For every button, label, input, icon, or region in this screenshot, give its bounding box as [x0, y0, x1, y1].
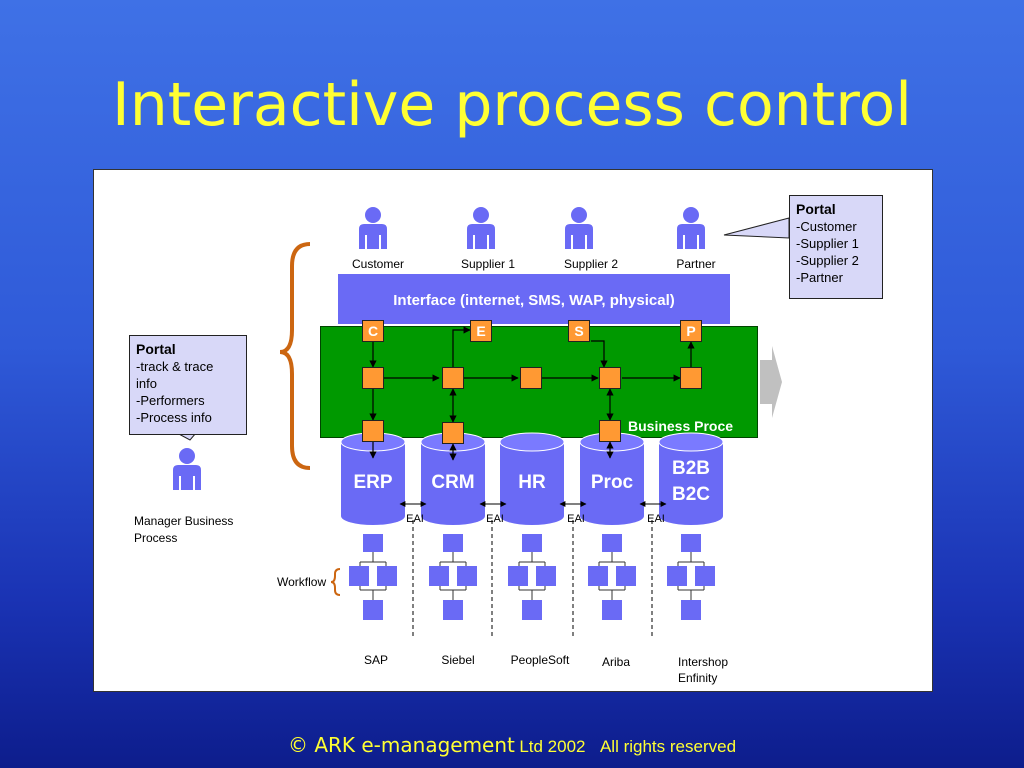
- supplier1-portal-node: E: [470, 320, 492, 342]
- partner-icon: [677, 207, 705, 249]
- crm-label: CRM: [431, 472, 475, 493]
- customer-label: Customer: [351, 257, 405, 271]
- portal-item: -Supplier 1: [796, 236, 859, 251]
- interface-label: Interface (internet, SMS, WAP, physical): [393, 292, 675, 309]
- portal-item: -Process info: [136, 410, 212, 425]
- peoplesoft-workflow-icon: [507, 533, 557, 621]
- erp-label: ERP: [353, 472, 393, 493]
- customer-portal-node: C: [362, 320, 384, 342]
- portal-item: -Performers: [136, 393, 205, 408]
- supplier1-label: Supplier 1: [460, 257, 516, 271]
- manager-icon: [173, 448, 201, 490]
- eai-label: EAI: [486, 513, 504, 525]
- diagram-panel: Interface (internet, SMS, WAP, physical)…: [93, 169, 933, 692]
- sap-label: SAP: [363, 653, 389, 667]
- ariba-workflow-icon: [587, 533, 637, 621]
- interface-band: [338, 274, 730, 324]
- workflow-label: Workflow: [277, 575, 327, 589]
- process-node: [680, 367, 702, 389]
- partner-portal-node: P: [680, 320, 702, 342]
- portal-item: -Supplier 2: [796, 253, 859, 268]
- process-node: [442, 367, 464, 389]
- peoplesoft-label: PeopleSoft: [510, 653, 570, 667]
- customer-icon: [359, 207, 387, 249]
- manager-label-line2: Process: [134, 531, 178, 545]
- footer-year: Ltd 2002: [519, 737, 586, 756]
- portal-item: -track & trace: [136, 359, 214, 374]
- portal-item: -Partner: [796, 270, 843, 285]
- siebel-workflow-icon: [428, 533, 478, 621]
- b2c-label: B2C: [671, 484, 710, 505]
- business-process-label: Business Proce: [628, 418, 734, 434]
- brace-icon: [279, 242, 311, 470]
- proc-label: Proc: [590, 472, 634, 493]
- slide-title: Interactive process control: [112, 70, 912, 140]
- supplier1-icon: [467, 207, 495, 249]
- portal-item: info: [136, 376, 157, 391]
- footer: © ARK e-management Ltd 2002 All rights r…: [0, 733, 1024, 757]
- ariba-label: Ariba: [601, 655, 631, 669]
- portal-item: -Customer: [796, 219, 857, 234]
- portal-callout-right: Portal -Customer -Supplier 1 -Supplier 2…: [789, 195, 883, 299]
- process-node: [362, 367, 384, 389]
- process-node: [442, 422, 464, 444]
- process-node: [599, 367, 621, 389]
- supplier2-portal-node: S: [568, 320, 590, 342]
- supplier2-label: Supplier 2: [563, 257, 619, 271]
- hr-label: HR: [518, 472, 546, 493]
- intershop-workflow-icon: [666, 533, 716, 621]
- siebel-label: Siebel: [441, 653, 475, 667]
- eai-label: EAI: [647, 513, 665, 525]
- process-node: [362, 420, 384, 442]
- process-node: [599, 420, 621, 442]
- workflow-brace-icon: [330, 568, 341, 596]
- portal-heading: Portal: [796, 201, 836, 217]
- diagram-graphics: [163, 207, 790, 638]
- grey-arrow-icon: [760, 346, 782, 418]
- eai-label: EAI: [406, 513, 424, 525]
- process-node: [520, 367, 542, 389]
- partner-label: Partner: [676, 257, 716, 271]
- intershop-label-line2: Enfinity: [678, 671, 718, 685]
- intershop-label-line1: Intershop: [678, 655, 729, 669]
- sap-workflow-icon: [348, 533, 398, 621]
- portal-callout-left: Portal -track & trace info -Performers -…: [129, 335, 247, 435]
- footer-rights: All rights reserved: [599, 737, 737, 756]
- eai-label: EAI: [567, 513, 585, 525]
- b2b-label: B2B: [671, 458, 710, 479]
- portal-heading: Portal: [136, 341, 176, 357]
- manager-label-line1: Manager Business: [134, 514, 234, 528]
- footer-copyright: © ARK e-management: [287, 733, 515, 757]
- supplier2-icon: [565, 207, 593, 249]
